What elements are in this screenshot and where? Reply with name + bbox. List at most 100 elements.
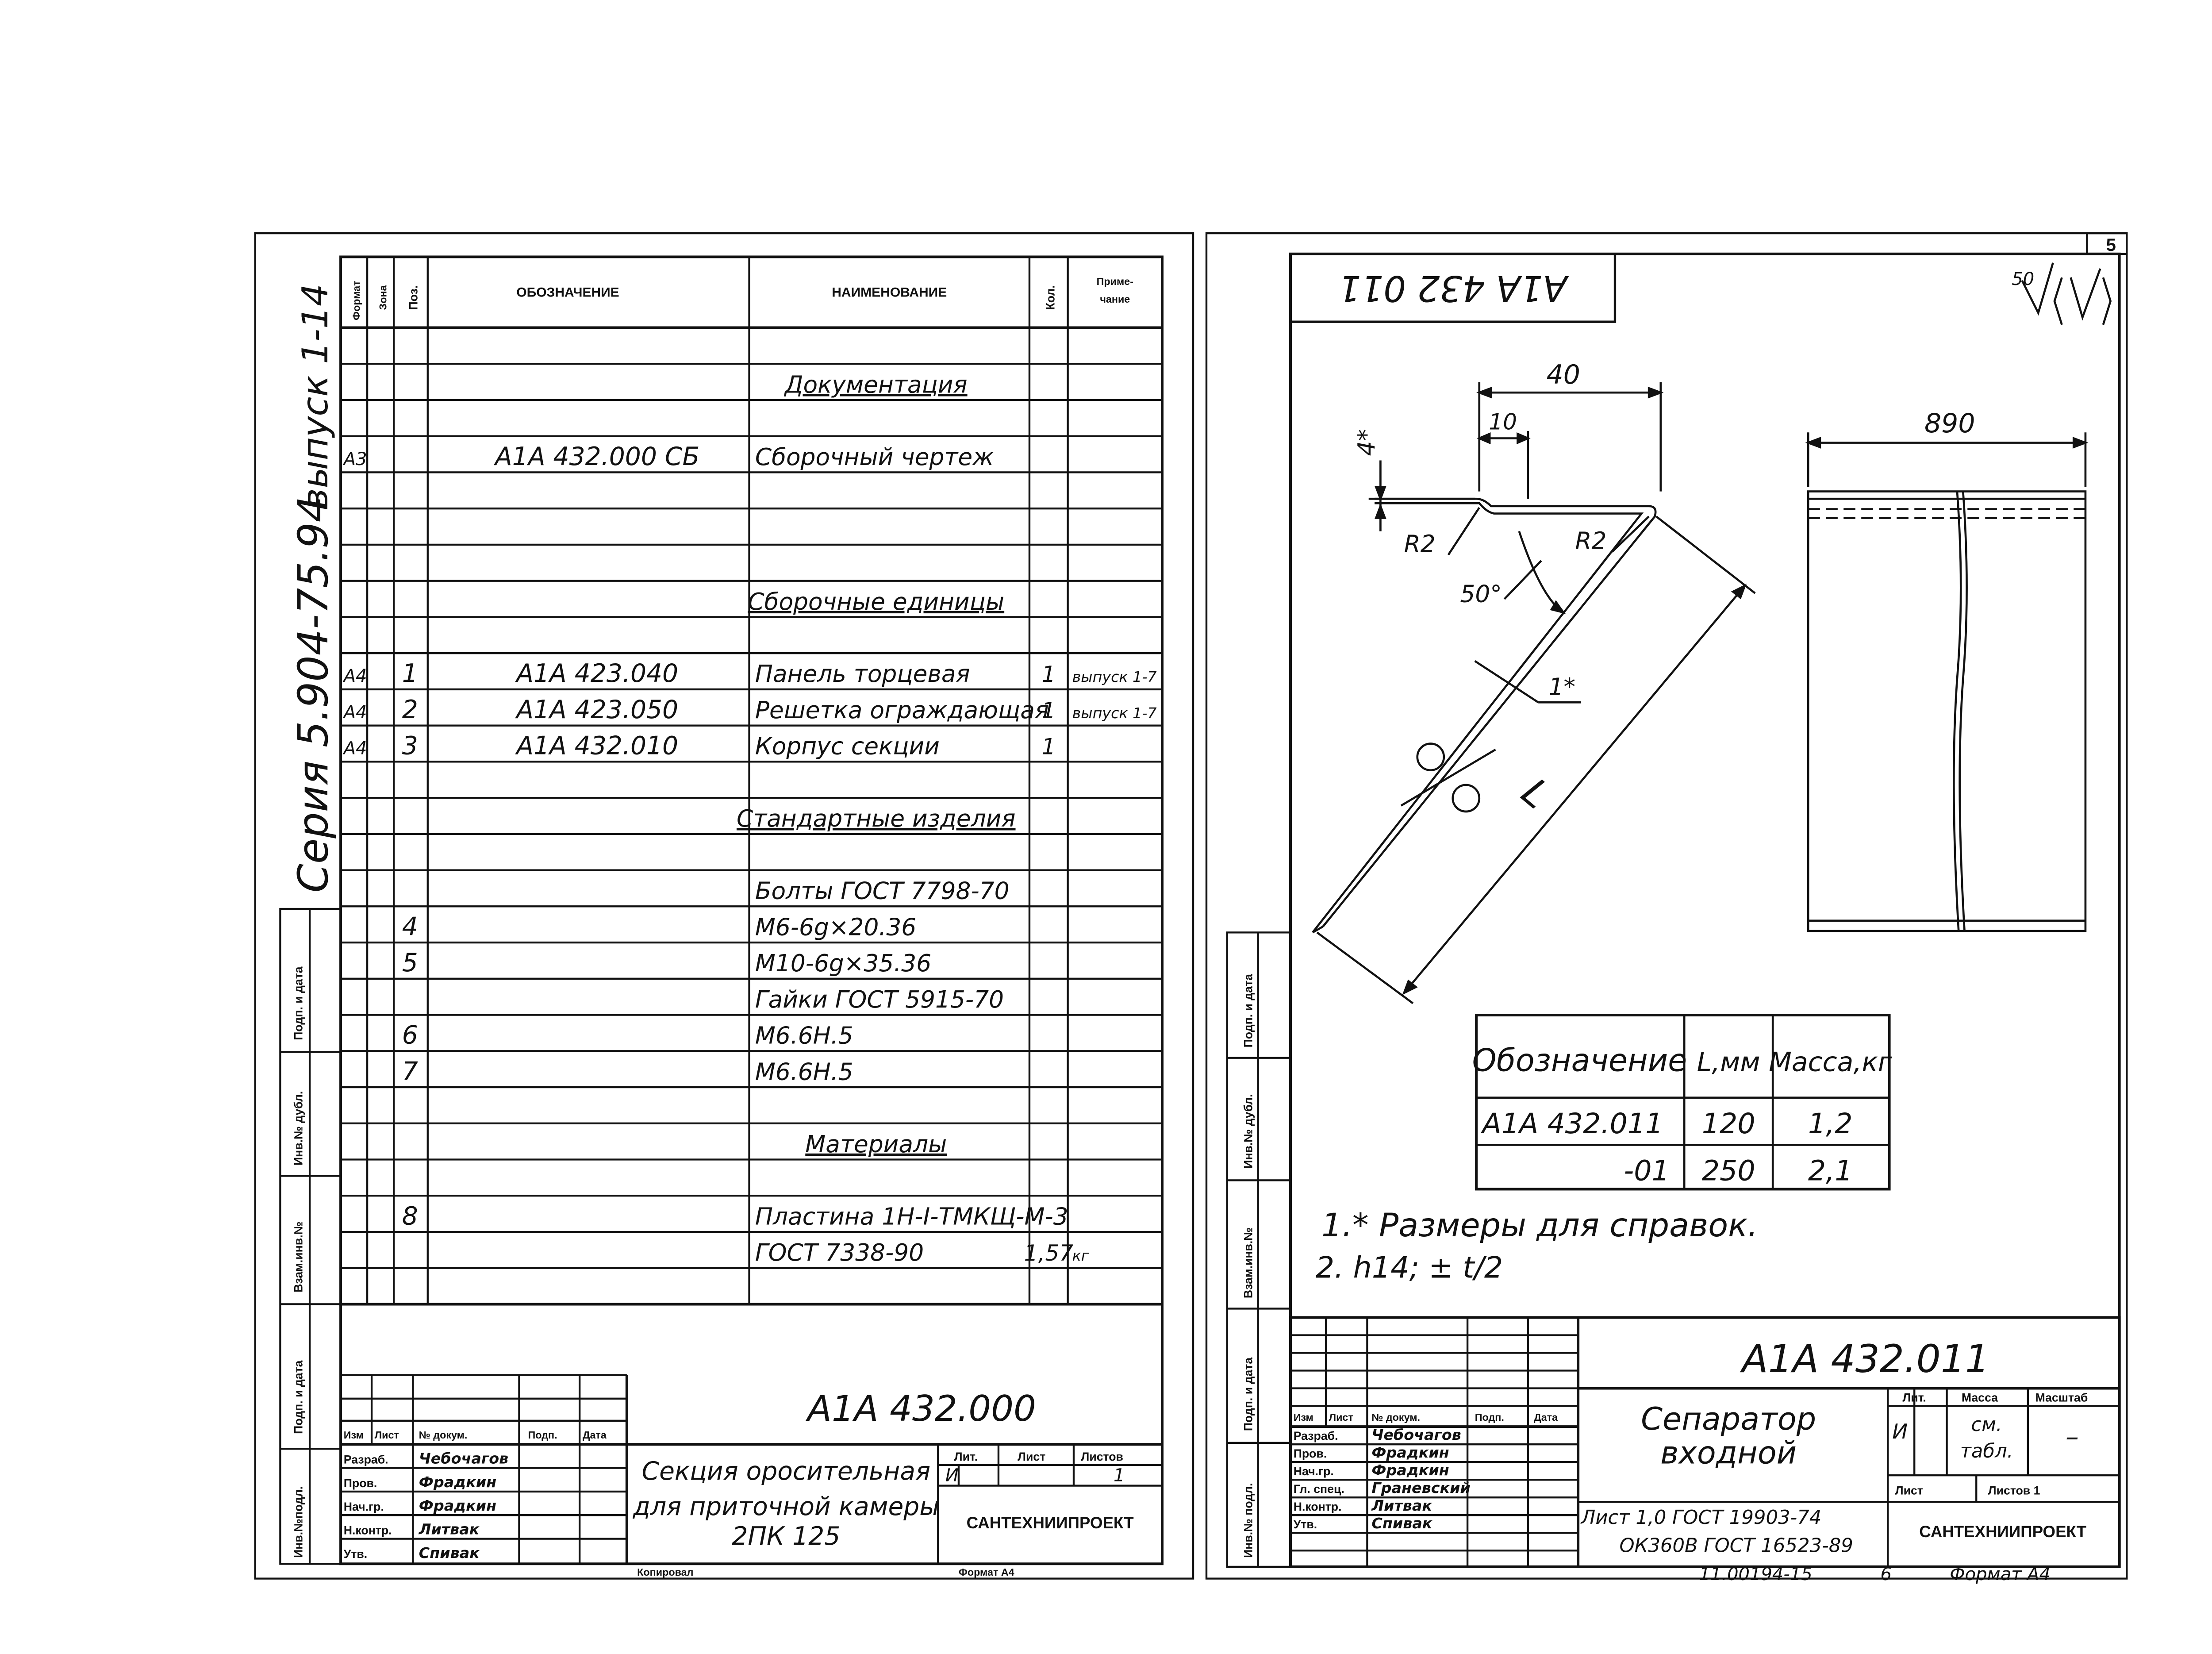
r-lit-value: И [1892, 1420, 1908, 1444]
dim-angle: 50° [1460, 580, 1502, 608]
r-hdr-sign: Подп. [1475, 1412, 1504, 1423]
role-name: Чебочагов [419, 1450, 508, 1467]
var-cell: 250 [1702, 1154, 1755, 1187]
footer-num: 11.00194-15 [1699, 1564, 1812, 1585]
stamp-sign-date-2: Подп. и дата [292, 1360, 305, 1434]
col-designation: ОБОЗНАЧЕНИЕ [516, 285, 619, 300]
spec-pos: 6 [402, 1021, 418, 1050]
col-qty: Кол. [1044, 285, 1057, 310]
hdr-izm: Изм [344, 1429, 364, 1441]
r-org-name: САНТЕХНИИПРОЕКТ [1919, 1523, 2086, 1541]
spec-name: ГОСТ 7338-90 [755, 1239, 924, 1266]
separator-drawing [1312, 262, 2112, 1191]
role-name: Фрадкин [419, 1497, 496, 1514]
r-role-label: Утв. [1294, 1518, 1317, 1531]
role-name: Фрадкин [419, 1473, 496, 1491]
r-hdr-izm: Изм [1294, 1412, 1313, 1423]
r-scale-label: Масштаб [2035, 1391, 2088, 1404]
r-scale-value: – [2066, 1422, 2079, 1453]
drawing-notes: 1.* Размеры для справок. 2. h14; ± t/2 [1316, 1207, 1758, 1285]
dim-4: 4* [1352, 429, 1380, 456]
title-line-3: 2ПК 125 [732, 1522, 840, 1551]
var-cell: -01 [1624, 1154, 1669, 1187]
col-zone: Зона [377, 285, 388, 310]
role-name: Спивак [419, 1544, 480, 1562]
spec-note: выпуск 1-7 [1072, 704, 1157, 722]
spec-qty: 1 [1041, 698, 1056, 723]
role-label: Пров. [344, 1477, 377, 1490]
spec-designation: А1А 423.050 [515, 695, 678, 724]
r-hdr-date: Дата [1534, 1412, 1558, 1423]
var-header: L,мм [1697, 1047, 1760, 1078]
issue-label: выпуск 1-14 [295, 284, 336, 509]
var-header: Масса,кг [1769, 1047, 1892, 1078]
title-code: А1А 432.000 [805, 1388, 1036, 1429]
spec-note: кг [1072, 1247, 1089, 1264]
spec-pos: 5 [402, 948, 418, 977]
spec-section: Сборочные единицы [748, 588, 1004, 615]
left-title-block: А1А 432.000 Изм Лист № докум. Подп. Дата… [344, 1388, 1134, 1562]
r-hdr-doc: № докум. [1371, 1412, 1420, 1423]
left-side-labels: Серия 5.904-75.94 выпуск 1-14 [289, 284, 338, 892]
lit-value: И [945, 1466, 959, 1486]
spec-section: Документация [784, 370, 968, 398]
r-footer-format: Формат А4 [1950, 1564, 2051, 1585]
dim-10: 10 [1489, 409, 1517, 435]
r-stamp-dup-inv: Инв.№ дубл. [1241, 1094, 1255, 1168]
sheets-value: 1 [1114, 1466, 1125, 1486]
spec-format: А3 [342, 449, 367, 469]
footer-format: Формат А4 [959, 1566, 1014, 1578]
title-line-1: Секция оросительная [642, 1457, 931, 1486]
r-material-1: Лист 1,0 ГОСТ 19903-74 [1580, 1507, 1822, 1529]
right-sheet [1205, 232, 2128, 1580]
var-cell: 120 [1702, 1107, 1755, 1140]
r-mass-2: табл. [1960, 1440, 2013, 1462]
r-sheet-label: Лист [1895, 1484, 1923, 1497]
spec-name: М6.6Н.5 [755, 1022, 853, 1050]
spec-designation: А1А 432.000 СБ [493, 442, 699, 471]
spec-pos: 4 [402, 912, 418, 941]
var-cell: А1А 432.011 [1480, 1107, 1663, 1140]
spec-name: Пластина 1Н-I-ТМКЩ-М-3 [755, 1202, 1068, 1230]
footer-copy: Копировал [637, 1566, 693, 1578]
spec-qty: 1 [1041, 734, 1056, 760]
r-role-label: Разраб. [1294, 1429, 1338, 1442]
right-texts: 5 А1А 432 011 50 40 10 4* R2 R2 50° 1* L… [1338, 235, 2116, 818]
spec-format: А4 [342, 739, 367, 759]
dim-r2-right: R2 [1575, 527, 1606, 555]
left-footer: Копировал Формат А4 [637, 1566, 1014, 1578]
r-role-name: Фрадкин [1371, 1462, 1449, 1479]
spec-pos: 3 [402, 731, 418, 761]
r-role-name: Спивак [1371, 1515, 1432, 1532]
series-label: Серия 5.904-75.94 [289, 496, 338, 892]
col-pos: Поз. [407, 285, 420, 310]
org-name: САНТЕХНИИПРОЕКТ [967, 1514, 1134, 1532]
sheets-label: Листов [1081, 1450, 1123, 1463]
r-mass-label: Масса [1962, 1391, 1998, 1404]
stamp-orig-inv: Инв.№подл. [292, 1486, 305, 1558]
spec-format: А4 [342, 666, 367, 686]
spec-name: Корпус секции [755, 732, 940, 760]
col-note-2: чание [1100, 293, 1130, 305]
spec-name: Гайки ГОСТ 5915-70 [755, 985, 1004, 1013]
role-label: Нач.гр. [344, 1500, 384, 1513]
title-line-2: для приточной камеры [633, 1492, 939, 1521]
spec-name: М6-6g×20.36 [755, 913, 916, 941]
stamp-dup-inv: Инв.№ дубл. [292, 1091, 305, 1165]
note-1: 1.* Размеры для справок. [1321, 1207, 1758, 1244]
left-sheet [254, 232, 1194, 1580]
r-stamp-sign-date-1: Подп. и дата [1241, 974, 1255, 1048]
r-role-label: Нач.гр. [1294, 1465, 1334, 1478]
r-role-name: Литвак [1371, 1497, 1432, 1514]
spec-note: выпуск 1-7 [1072, 668, 1157, 685]
col-format: Формат [350, 281, 362, 320]
left-side-stamp: Подп. и дата Инв.№ дубл. Взам.инв.№ Подп… [292, 966, 305, 1558]
role-name: Литвак [419, 1521, 480, 1538]
lit-label: Лит. [954, 1450, 978, 1463]
page-number: 5 [2106, 235, 2116, 255]
right-footer: 11.00194-15 6 Формат А4 [1699, 1564, 2051, 1585]
spec-designation: А1А 423.040 [515, 659, 678, 688]
hdr-list: Лист [375, 1429, 399, 1441]
